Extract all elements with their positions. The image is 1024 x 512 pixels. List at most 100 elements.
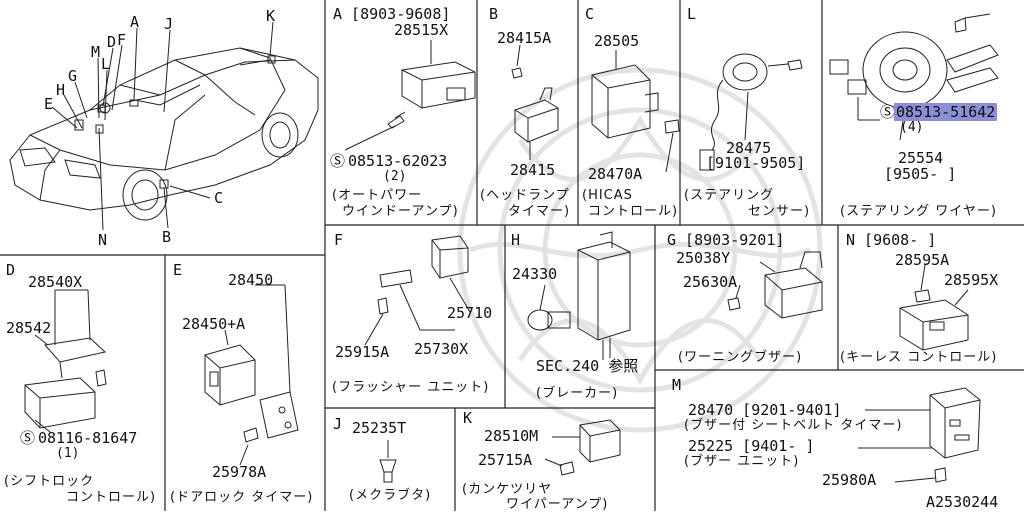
watermark-emblem — [457, 67, 823, 433]
part-L-drawing — [699, 53, 803, 171]
section-G-name-1: (ワーニングブザー) — [678, 350, 803, 365]
section-H-ref: SEC.240 参照 — [536, 357, 639, 375]
section-D-screw-qty: (1) — [56, 446, 80, 461]
section-K-name-1: (カンケツリヤ — [462, 482, 553, 497]
part-A-drawing — [344, 40, 476, 151]
section-A-screw: 08513-62023 — [348, 152, 448, 170]
section-B-part: 28415 — [510, 161, 556, 179]
section-M-part-2: 25980A — [822, 471, 877, 489]
part-K-drawing — [544, 419, 621, 476]
section-K-part-2: 25715A — [478, 451, 533, 469]
callout-H: H — [56, 81, 66, 99]
section-A-screw-qty: (2) — [383, 169, 407, 184]
section-E-part-1: 28450 — [228, 271, 274, 289]
part-N-drawing — [899, 264, 969, 351]
part-D-drawing — [24, 289, 107, 433]
section-C-part: 28505 — [594, 32, 640, 50]
section-D-screw: 08116-81647 — [38, 429, 138, 447]
section-G-part-1: 25038Y — [676, 249, 731, 267]
section-L-range: [9101-9505] — [706, 154, 806, 172]
section-M-line-3: 25225 [9401- ] — [688, 437, 815, 455]
section-J-header: J — [333, 415, 343, 433]
section-E-part-2: 28450+A — [182, 315, 246, 333]
section-H-name-1: (ブレーカー) — [536, 386, 619, 401]
highlighted-part-number: 08513-51642 — [894, 103, 998, 121]
section-J-name-1: (メクラブタ) — [349, 488, 432, 503]
section-K-name-2: ワイパーアンプ) — [506, 497, 609, 512]
section-E-header: E — [173, 261, 183, 279]
section-A-screw-symbol: Ⓢ — [330, 152, 346, 170]
callout-E: E — [44, 95, 54, 113]
section-D-name-1: (シフトロック — [4, 474, 95, 489]
section-B-name-2: タイマー) — [508, 204, 571, 219]
callout-K: K — [266, 7, 276, 25]
section-R-screw-symbol: Ⓢ — [880, 103, 896, 121]
section-G-part-2: 25630A — [683, 273, 738, 291]
callout-F: F — [117, 31, 127, 49]
callout-G: G — [68, 67, 78, 85]
section-C-name-2: コントロール) — [588, 204, 679, 219]
section-B-part-top: 28415A — [497, 29, 552, 47]
section-H-header: H — [511, 231, 521, 249]
section-R-name-1: (ステアリング ワイヤー) — [840, 204, 997, 219]
section-F-name-1: (フラッシャー ユニット) — [332, 380, 490, 395]
section-K-part-1: 28510M — [484, 427, 539, 445]
section-D-part-1: 28540X — [28, 273, 83, 291]
section-F-part-2: 25915A — [335, 343, 390, 361]
section-A-name-2: ウインドーアンプ) — [342, 204, 459, 219]
section-N-name-1: (キーレス コントロール) — [840, 350, 998, 365]
section-R-screw: 08513-51642 — [894, 103, 998, 121]
section-E-part-3: 25978A — [212, 463, 267, 481]
part-C-drawing — [591, 50, 680, 173]
section-H-part-1: 24330 — [512, 265, 558, 283]
section-N-part-1: 28595A — [895, 251, 950, 269]
section-R-screw-qty: (4) — [900, 120, 924, 135]
diagram-id: A2530244 — [926, 493, 999, 511]
section-L-header: L — [687, 5, 697, 23]
callout-C: C — [214, 189, 224, 207]
section-C-name-1: (HICAS — [582, 188, 633, 203]
section-A-part: 28515X — [394, 21, 449, 39]
section-C-header: C — [585, 5, 595, 23]
section-G-header: G [8903-9201] — [667, 231, 785, 249]
callout-M: M — [91, 43, 101, 61]
section-A-header: A [8903-9608] — [333, 5, 451, 23]
section-E-name-1: (ドアロック タイマー) — [170, 490, 314, 505]
section-L-name-1: (ステアリング — [684, 188, 775, 203]
part-G-drawing — [727, 251, 823, 319]
section-R-range: [9505- ] — [884, 165, 957, 183]
section-N-part-2: 28595X — [944, 271, 999, 289]
callout-J: J — [164, 15, 174, 33]
callout-A: A — [130, 13, 140, 31]
section-N-header: N [9608- ] — [846, 231, 937, 249]
section-L-name-2: センサー) — [748, 204, 811, 219]
section-M-line-1: 28470 [9201-9401] — [688, 401, 842, 419]
callout-B: B — [162, 228, 172, 246]
section-B-header: B — [489, 5, 499, 23]
section-F-header: F — [334, 231, 344, 249]
section-J-part-1: 25235T — [352, 419, 407, 437]
part-E-drawing — [204, 284, 299, 466]
callout-L: L — [101, 55, 111, 73]
callout-D: D — [107, 33, 117, 51]
section-A-name-1: (オートパワー — [332, 188, 423, 203]
section-F-part-3: 25730X — [414, 340, 469, 358]
section-B-name-1: (ヘッドランプ — [480, 188, 570, 203]
part-M-drawing — [858, 387, 981, 483]
section-F-part-1: 25710 — [447, 304, 493, 322]
section-K-header: K — [463, 409, 473, 427]
section-D-part-2: 28542 — [6, 319, 52, 337]
section-L-part: 28475 — [726, 139, 772, 157]
section-D-name-2: コントロール) — [66, 490, 157, 505]
section-M-line-2: (ブザー付 シートベルト タイマー) — [684, 418, 903, 433]
part-F-drawing — [364, 235, 471, 346]
section-C-part-2: 28470A — [588, 165, 643, 183]
part-H-drawing — [527, 231, 631, 360]
section-D-header: D — [6, 261, 16, 279]
section-M-line-4: (ブザー ユニット) — [684, 454, 800, 469]
part-R-drawing — [829, 13, 999, 141]
section-M-header: M — [672, 376, 682, 394]
